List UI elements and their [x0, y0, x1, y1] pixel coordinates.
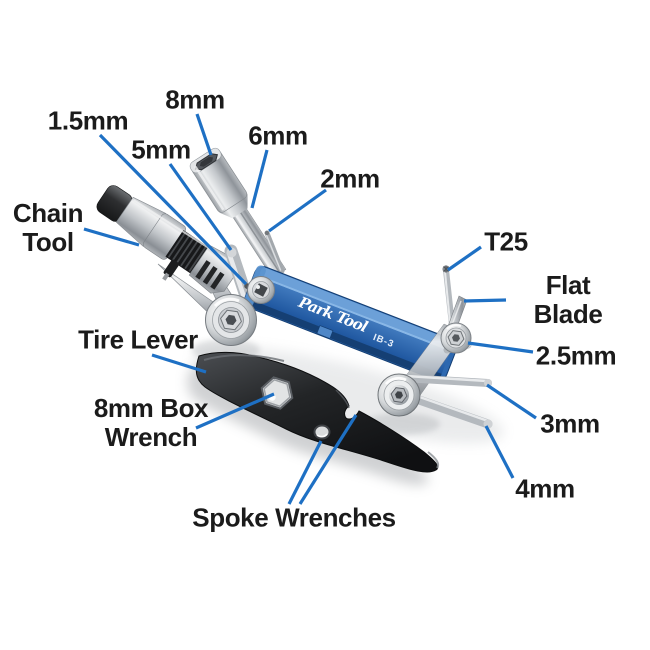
- socket-8mm-on-6mm: [189, 147, 287, 279]
- leader-line-2-5mm-hex: [467, 341, 534, 354]
- ibeam-body: Park Tool IB-3: [243, 265, 458, 381]
- leader-line-8mm-box-wrench: [195, 392, 275, 430]
- leader-line-t25-torx: [447, 245, 482, 272]
- tire-lever-tool: [195, 351, 440, 473]
- leader-line-spoke-wrenches: [298, 414, 358, 505]
- leader-line-8mm-hex: [195, 113, 213, 156]
- leader-line-5mm-hex: [168, 163, 233, 251]
- leader-line-2mm-hex: [268, 188, 327, 233]
- chain-tool: [96, 185, 237, 294]
- spoke-wrench-hole: [313, 424, 331, 440]
- leader-line-3mm-hex: [486, 383, 537, 420]
- leader-line-chain-tool: [83, 227, 140, 247]
- leader-line-1-5mm-hex: [98, 133, 248, 286]
- leader-line-tire-lever: [151, 353, 207, 374]
- left-pivot-bolt: [205, 294, 257, 346]
- upper-right-bolt: [440, 322, 472, 354]
- leader-lines: [83, 113, 537, 505]
- leader-line-flat-blade: [463, 298, 507, 303]
- hex-3mm-tool: [400, 374, 492, 387]
- leader-line-spoke-wrenches: [287, 440, 323, 505]
- box-wrench-8mm-hole: [260, 376, 294, 410]
- leader-line-6mm-hex: [250, 149, 269, 209]
- leader-line-4mm-hex: [484, 425, 515, 479]
- hex-2mm: [264, 230, 285, 274]
- upper-pivot-bolt: [247, 276, 275, 304]
- lower-right-bolt: [377, 373, 421, 417]
